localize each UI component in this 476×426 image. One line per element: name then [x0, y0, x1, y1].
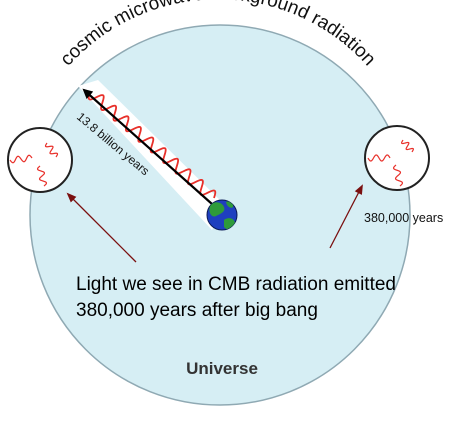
caption-line-2: 380,000 years after big bang	[76, 300, 318, 321]
left-inset-wave-2	[44, 142, 59, 158]
right-pointer-arrow	[329, 184, 363, 249]
universe-label: Universe	[186, 359, 258, 378]
left-inset-wave-1	[9, 154, 33, 164]
earth-icon	[206, 199, 238, 231]
right-inset-wave-2	[401, 139, 414, 153]
distance-arrow	[82, 88, 213, 205]
left-inset-wave-3	[36, 165, 48, 187]
right-inset-wave-1	[367, 154, 391, 162]
age-label: 380,000 years	[364, 211, 443, 225]
caption-line-1: Light we see in CMB radiation emitted	[76, 274, 396, 295]
left-pointer-arrow	[66, 192, 137, 263]
right-inset-circle	[364, 125, 430, 191]
right-inset-wave-3	[392, 164, 404, 187]
left-inset-circle	[7, 127, 73, 193]
